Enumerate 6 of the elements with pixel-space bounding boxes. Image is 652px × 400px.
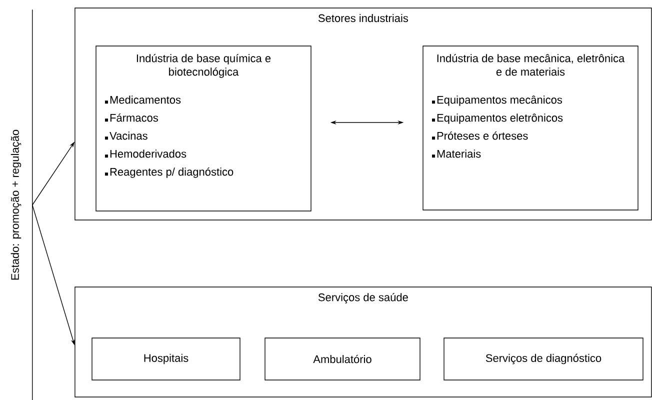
industry-box: Indústria de base mecânica, eletrônica e de materiais Equipamentos mecânicos Equipamentos eletrônicos Próteses e órteses Materiais	[422, 46, 638, 210]
industry-box: Indústria de base química e biotecnológica Medicamentos Fármacos Vacinas Hemoderivados Reagentes p/ diagnóstico	[96, 46, 312, 212]
service-box: Serviços de diagnóstico	[444, 338, 644, 380]
service-box: Hospitais	[92, 338, 240, 380]
state-label: Estado: promoção + regulação	[10, 9, 33, 400]
service-box: Ambulatório	[264, 338, 420, 380]
